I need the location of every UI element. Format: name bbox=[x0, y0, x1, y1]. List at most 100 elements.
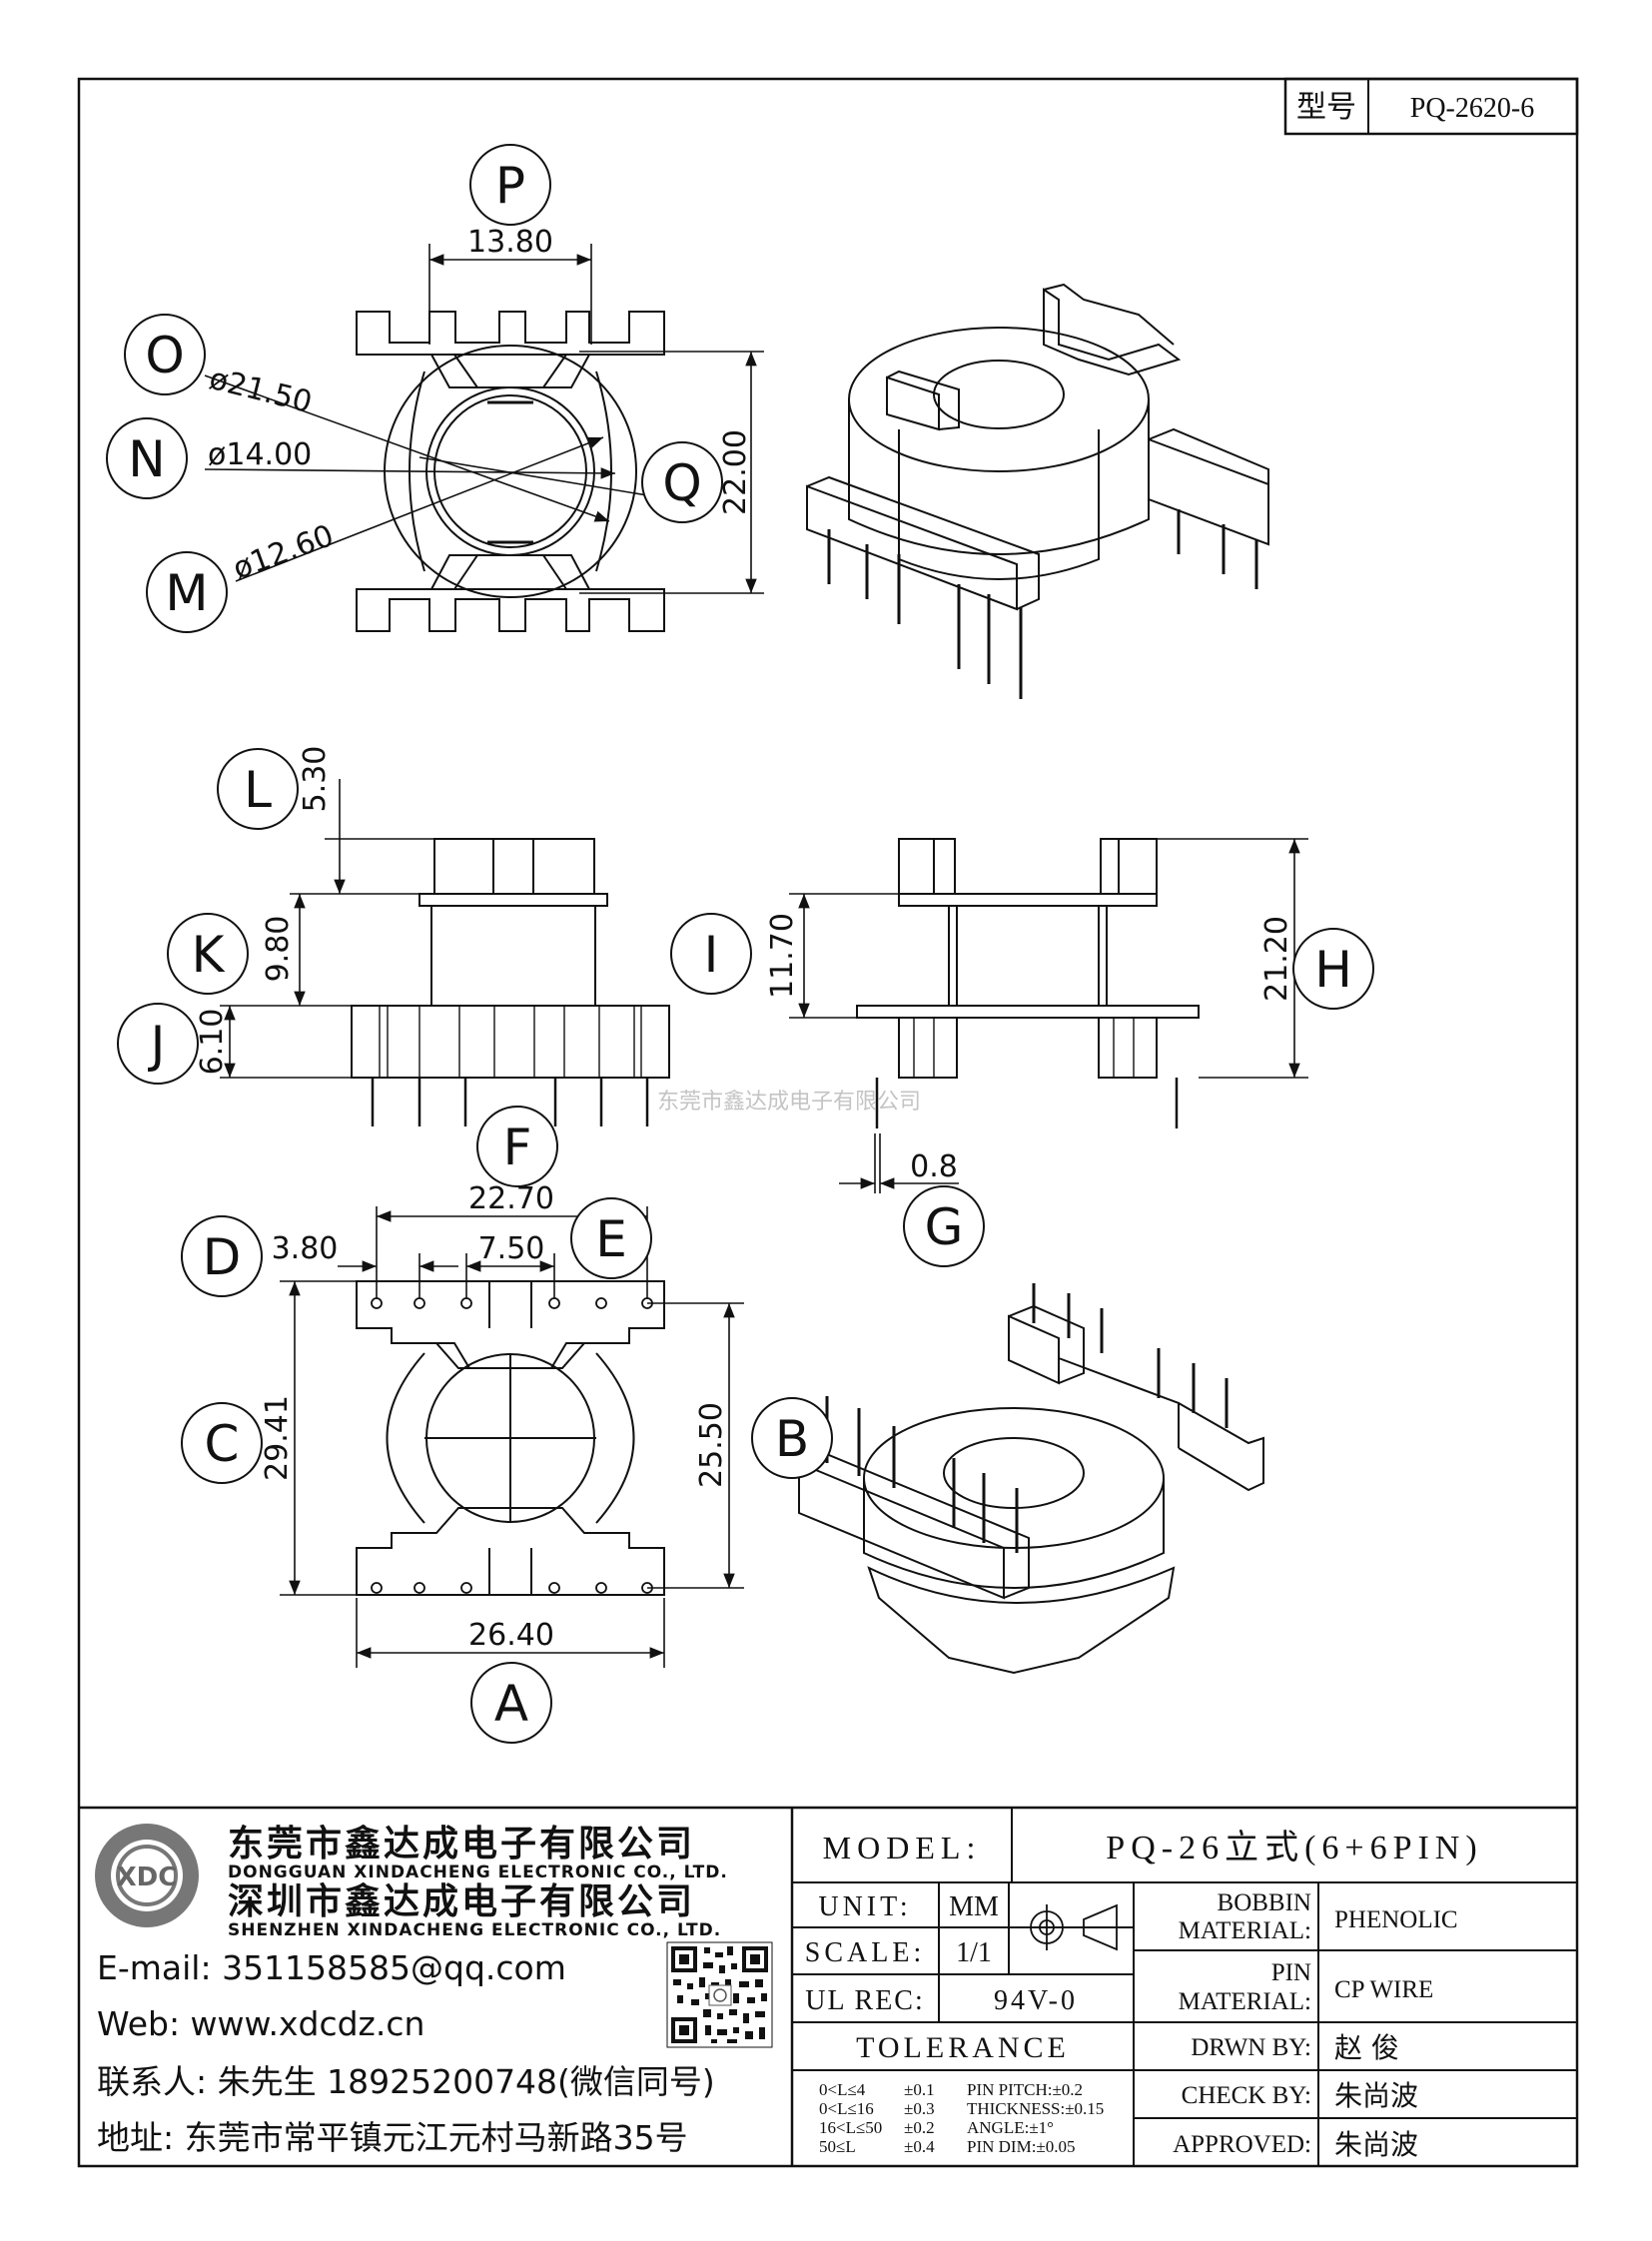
model-number-box: 型号 PQ-2620-6 bbox=[1283, 77, 1579, 136]
scale-label: SCALE: bbox=[805, 1937, 925, 1968]
company-web: Web: www.xdcdz.cn bbox=[97, 2004, 424, 2043]
dim-e-value: 7.50 bbox=[478, 1231, 545, 1266]
approved-label: APPROVED: bbox=[1173, 2131, 1311, 2158]
balloon-letter-d: D bbox=[203, 1228, 242, 1286]
top-view-dimension-text: 13.80 ø21.50 ø14.00 ø12.60 22.00 bbox=[206, 225, 753, 587]
balloon-letter-m: M bbox=[165, 564, 208, 622]
dim-h-value: 21.20 bbox=[1259, 916, 1294, 1002]
balloon-e bbox=[570, 1197, 652, 1279]
ulrec-label: UL REC: bbox=[805, 1985, 925, 2016]
model-number-label: 型号 bbox=[1296, 90, 1356, 125]
ulrec-value: 94V-0 bbox=[994, 1985, 1078, 2016]
dim-o-value: ø21.50 bbox=[206, 362, 316, 420]
pin-material-label: MATERIAL: bbox=[1179, 1988, 1311, 2015]
balloon-a bbox=[470, 1662, 552, 1744]
balloon-n bbox=[106, 417, 188, 499]
tolerance-value: ±0.4 bbox=[904, 2137, 935, 2156]
model-value: PQ-26立式(6+6PIN) bbox=[1106, 1829, 1482, 1867]
tolerance-extra: ANGLE:±1° bbox=[967, 2118, 1054, 2137]
tolerance-range: 0<L≤16 bbox=[819, 2099, 874, 2118]
company-address: 地址: 东莞市常平镇元江元村马新路35号 bbox=[97, 2118, 688, 2157]
balloon-letter-o: O bbox=[145, 327, 184, 384]
unit-label: UNIT: bbox=[818, 1891, 911, 1922]
dim-f-value: 22.70 bbox=[468, 1181, 554, 1216]
dim-d-value: 3.80 bbox=[272, 1231, 339, 1266]
dim-c-value: 29.41 bbox=[260, 1395, 295, 1481]
company-logo: XDC bbox=[95, 1824, 199, 1927]
balloon-letter-e: E bbox=[595, 1210, 627, 1268]
balloon-g bbox=[903, 1185, 985, 1267]
balloon-letter-k: K bbox=[192, 926, 226, 984]
dim-i-value: 11.70 bbox=[765, 913, 800, 999]
balloon-letter-i: I bbox=[704, 926, 719, 984]
tolerance-range: 50≤L bbox=[819, 2137, 856, 2156]
check-by-value: 朱尚波 bbox=[1334, 2079, 1418, 2112]
top-view bbox=[356, 311, 665, 632]
front-view-dimension-text: 5.30 9.80 6.10 bbox=[195, 746, 333, 1076]
logo-text: XDC bbox=[117, 1863, 178, 1892]
balloon-i bbox=[670, 913, 752, 995]
dim-g-value: 0.8 bbox=[910, 1149, 958, 1184]
front-view bbox=[351, 838, 670, 1126]
sheet-border bbox=[77, 77, 1579, 2168]
company-name-cn-2: 深圳市鑫达成电子有限公司 bbox=[228, 1881, 695, 1922]
qr-code-icon bbox=[666, 1941, 773, 2048]
dim-p-value: 13.80 bbox=[467, 225, 553, 260]
balloon-k bbox=[167, 913, 249, 995]
drawn-by-value: 赵 俊 bbox=[1334, 2031, 1399, 2064]
balloon-c bbox=[181, 1402, 263, 1484]
model-label: MODEL: bbox=[823, 1830, 982, 1866]
tolerance-range: 16<L≤50 bbox=[819, 2118, 882, 2137]
dim-k-value: 9.80 bbox=[261, 916, 296, 983]
balloon-l bbox=[217, 748, 299, 830]
dim-j-value: 6.10 bbox=[195, 1009, 230, 1076]
company-name-en-1: DONGGUAN XINDACHENG ELECTRONIC CO., LTD. bbox=[228, 1863, 728, 1882]
bobbin-material-label: BOBBIN bbox=[1218, 1889, 1311, 1916]
balloon-letter-l: L bbox=[244, 761, 272, 819]
dim-l-value: 5.30 bbox=[298, 746, 333, 813]
dim-b-value: 25.50 bbox=[694, 1402, 729, 1488]
company-contacts: E-mail: 351158585@qq.com Web: www.xdcdz.… bbox=[97, 1948, 715, 2157]
check-by-label: CHECK BY: bbox=[1182, 2082, 1311, 2109]
bobbin-material-label: MATERIAL: bbox=[1179, 1917, 1311, 1944]
balloon-m bbox=[146, 551, 228, 633]
iso-view-bottom bbox=[798, 1283, 1264, 1675]
balloon-letter-q: Q bbox=[662, 454, 701, 512]
tolerance-extra: PIN PITCH:±0.2 bbox=[967, 2080, 1083, 2099]
balloon-letters: P O N M Q L K J I H G F E D C B A bbox=[128, 157, 1352, 1733]
balloon-j bbox=[117, 1003, 199, 1085]
dim-n-value: ø14.00 bbox=[208, 437, 312, 472]
pin-material-value: CP WIRE bbox=[1334, 1976, 1433, 2003]
balloons bbox=[106, 144, 1374, 1744]
balloon-letter-p: P bbox=[495, 157, 525, 215]
balloon-p bbox=[469, 144, 551, 226]
tolerance-label: TOLERANCE bbox=[856, 2031, 1070, 2064]
balloon-d bbox=[181, 1215, 263, 1297]
watermark: 东莞市鑫达成电子有限公司 bbox=[657, 1090, 921, 1115]
balloon-letter-h: H bbox=[1314, 941, 1352, 999]
unit-value: MM bbox=[949, 1891, 999, 1922]
company-email: E-mail: 351158585@qq.com bbox=[97, 1948, 566, 1987]
tolerance-extra: THICKNESS:±0.15 bbox=[967, 2099, 1104, 2118]
balloon-letter-g: G bbox=[925, 1198, 964, 1256]
approved-value: 朱尚波 bbox=[1334, 2128, 1418, 2161]
balloon-letter-f: F bbox=[503, 1119, 532, 1176]
tolerance-table: 0<L≤4 ±0.1 PIN PITCH:±0.2 0<L≤16 ±0.3 TH… bbox=[819, 2080, 1104, 2156]
bottom-view-dimension-text: 22.70 3.80 7.50 29.41 25.50 26.40 bbox=[260, 1181, 729, 1653]
dim-a-value: 26.40 bbox=[468, 1618, 554, 1653]
bottom-view bbox=[356, 1280, 665, 1596]
dim-m-value: ø12.60 bbox=[229, 518, 339, 587]
company-contact: 联系人: 朱先生 18925200748(微信同号) bbox=[97, 2062, 715, 2101]
balloon-h bbox=[1292, 928, 1374, 1010]
drawn-by-label: DRWN BY: bbox=[1191, 2034, 1311, 2061]
title-block-text: MODEL: PQ-26立式(6+6PIN) UNIT: MM SCALE: 1… bbox=[805, 1829, 1482, 2161]
balloon-q bbox=[641, 441, 723, 523]
balloon-b bbox=[751, 1397, 833, 1479]
balloon-letter-b: B bbox=[775, 1410, 809, 1468]
side-view bbox=[856, 838, 1200, 1128]
model-number-value: PQ-2620-6 bbox=[1410, 93, 1534, 124]
balloon-o bbox=[124, 314, 206, 395]
title-block-lines bbox=[79, 1806, 1577, 2166]
scale-value: 1/1 bbox=[956, 1937, 992, 1968]
